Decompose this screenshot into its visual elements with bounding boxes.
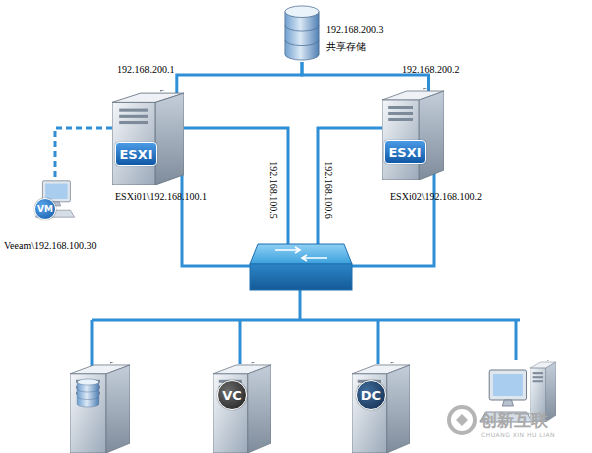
network-wire xyxy=(515,320,518,360)
host-badge: ESXI xyxy=(115,142,157,166)
switch-front xyxy=(250,264,352,290)
srv-symbol xyxy=(352,356,410,453)
server-symbol xyxy=(70,356,130,453)
vm-node: VMVeeam\192.168.100.30 xyxy=(34,178,76,220)
network-wire xyxy=(184,128,288,246)
cyl-symbol xyxy=(285,6,319,60)
icon-badge: VC xyxy=(217,380,247,410)
server-node: ESXIESXi02\192.168.100.2 xyxy=(382,88,444,180)
server-node: VC xyxy=(213,362,271,453)
switch-top xyxy=(250,244,352,264)
icon-badge: VM xyxy=(34,198,56,220)
edge-label: 192.168.200.1 xyxy=(117,64,175,76)
srv-symbol xyxy=(112,83,184,185)
ip-label: 192.168.100.5 xyxy=(267,161,279,219)
database-symbol xyxy=(77,379,99,407)
ip-label: 192.168.100.6 xyxy=(322,161,334,219)
node-label: Veeam\192.168.100.30 xyxy=(4,240,97,252)
server-node: DC xyxy=(352,362,410,453)
node-shape xyxy=(213,362,271,453)
database-server xyxy=(70,356,130,453)
logo-ring xyxy=(449,407,475,433)
srv-symbol xyxy=(382,82,444,180)
network-wire xyxy=(377,320,380,364)
network-wires xyxy=(92,128,520,366)
node-label: 共享存储 xyxy=(326,41,366,53)
host-badge: ESXI xyxy=(384,140,426,164)
srv-symbol xyxy=(213,356,271,453)
network-wire xyxy=(299,290,302,320)
network-wire xyxy=(239,320,242,364)
node-label: ESXi01\192.168.100.1 xyxy=(115,191,207,203)
edge-layer xyxy=(55,62,429,178)
node-label: ESXi02\192.168.100.2 xyxy=(390,191,482,203)
server-node: ESXIESXi01\192.168.100.1 xyxy=(112,90,184,185)
watermark-text: CHUANG XIN HU LIAN xyxy=(481,431,555,438)
icon-badge: DC xyxy=(356,380,386,410)
watermark-text: 创新互联 xyxy=(480,409,548,432)
network-wire xyxy=(318,128,382,246)
node-shape xyxy=(112,90,184,185)
node-shape xyxy=(352,362,410,453)
dashed-connector xyxy=(55,128,112,178)
switch-arrows xyxy=(275,247,327,261)
network-wire xyxy=(182,160,250,266)
node-label: 192.168.200.3 xyxy=(326,24,384,36)
network-wire xyxy=(91,320,94,366)
logo-mark xyxy=(456,414,468,426)
storage-connector xyxy=(177,62,302,96)
node-shape xyxy=(382,88,444,180)
edge-label: 192.168.200.2 xyxy=(402,64,460,76)
network-switch xyxy=(250,244,352,290)
network-bus xyxy=(92,319,520,322)
node-shape xyxy=(283,4,321,62)
watermark-logo xyxy=(449,407,475,433)
storage-node: 192.168.200.3共享存储 xyxy=(283,4,321,62)
